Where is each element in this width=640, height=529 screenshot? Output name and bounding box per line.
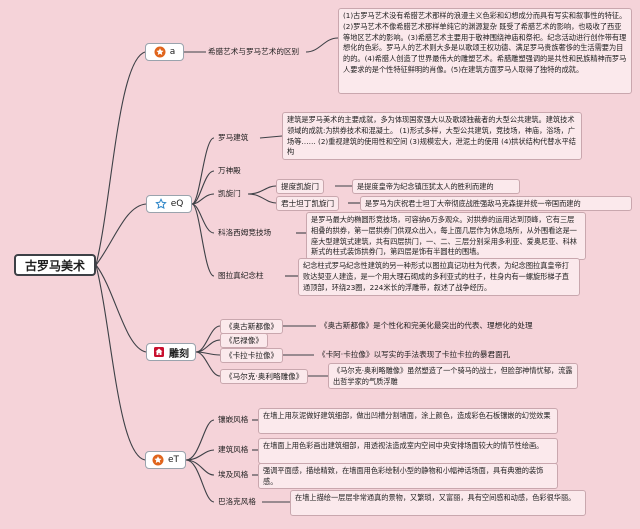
- note-colosseum: 是罗马最大的椭圆形竞技场，可容纳6万多观众。对拱券的运用达到顶峰，它有三层相叠的…: [306, 212, 586, 260]
- note-architecture: 建筑是罗马美术的主要成就，多为体现国家强大以及歌颂独裁者的大型公共建筑。建筑技术…: [282, 112, 582, 160]
- branch-pantheon[interactable]: 万神殿: [218, 166, 241, 175]
- sculpture-item-marcus[interactable]: 《马尔克·奥利略雕像》: [220, 369, 309, 384]
- note-arch-constantine: 是罗马为庆祝君士坦丁大帝彻底战胜强敌马克森提并统一帝国而建的: [360, 196, 632, 211]
- branch-a-diff[interactable]: 希腊艺术与罗马艺术的区别: [208, 47, 300, 56]
- category-et[interactable]: eT: [145, 451, 186, 469]
- branch-colosseum[interactable]: 科洛西姆竞技场: [218, 228, 272, 237]
- link-eq-pantheon: [191, 170, 215, 205]
- link-root-eq: [95, 203, 147, 266]
- link-a-note: [305, 37, 339, 53]
- note-sculpture-caracalla: 《卡阿·卡拉像》以写实的手法表现了卡拉卡拉的暴君面孔: [318, 350, 511, 359]
- note-egyptian-style: 强调平面感，描绘精致，在墙面用色彩绘制小型的静物和小幅神话场面，具有典雅的装饰感…: [258, 463, 558, 489]
- star-icon: [152, 454, 164, 466]
- note-sculpture-marcus: 《马尔克·奥利略雕像》虽然塑造了一个骑马的战士，但脸部神情忧郁，流露出哲学家的气…: [328, 363, 578, 389]
- link-et-1: [185, 419, 215, 461]
- arch-item-constantine[interactable]: 君士坦丁凯旋门: [276, 196, 340, 211]
- root-topic[interactable]: 古罗马美术: [14, 254, 96, 276]
- category-eq[interactable]: eQ: [146, 195, 192, 213]
- link-eq-trajan: [191, 203, 215, 277]
- branch-egyptian-style[interactable]: 埃及风格: [218, 470, 249, 479]
- note-sculpture-augustus: 《奥古斯都像》是个性化和完美化最突出的代表、理想化的处理: [320, 321, 533, 330]
- sculpture-item-caracalla[interactable]: 《卡拉卡拉像》: [220, 348, 284, 363]
- branch-mosaic-style[interactable]: 镶嵌风格: [218, 415, 249, 424]
- category-sculpture[interactable]: 雕刻: [146, 343, 196, 361]
- link-root-a: [95, 51, 146, 266]
- house-icon: [154, 347, 164, 357]
- link-sculpture-4: [195, 351, 221, 377]
- branch-trajan[interactable]: 图拉真纪念柱: [218, 271, 264, 280]
- category-eq-label: eQ: [170, 199, 184, 209]
- branch-architectural-style[interactable]: 建筑风格: [218, 445, 249, 454]
- arch-item-titus[interactable]: 提度凯旋门: [276, 179, 324, 194]
- link-root-et: [95, 264, 146, 461]
- category-a[interactable]: a: [145, 43, 184, 61]
- category-et-label: eT: [167, 455, 180, 465]
- category-sculpture-label: 雕刻: [169, 348, 189, 360]
- star-icon: [154, 46, 166, 58]
- sculpture-item-nero[interactable]: 《尼禄像》: [220, 333, 268, 348]
- note-architectural-style: 在墙面上用色彩画出建筑细部，用透视法造成室内空间中央安排场面较大的情节性绘画。: [258, 438, 558, 464]
- category-a-label: a: [169, 47, 176, 57]
- branch-arch[interactable]: 凯旋门: [218, 189, 241, 198]
- link-sculpture-1: [195, 325, 221, 353]
- note-mosaic-style: 在墙上用灰泥做好建筑细部，做出凹槽分割墙面，涂上颜色，造成彩色石板镶嵌的幻觉效果: [258, 408, 558, 434]
- branch-architecture[interactable]: 罗马建筑: [218, 133, 249, 142]
- star-outline-icon: [154, 198, 167, 210]
- branch-baroque-style[interactable]: 巴洛克风格: [218, 497, 256, 506]
- note-arch-titus: 是提度皇帝为纪念镇压犹太人的胜利而建的: [352, 179, 520, 194]
- link-eq-arch: [191, 193, 215, 205]
- note-baroque-style: 在墙上描绘一层层非常通真的景物，又繁琐，又富丽，具有空间感和动感，色彩很华丽。: [290, 490, 586, 516]
- link-root-sculpture: [95, 264, 147, 353]
- link-et-2: [185, 449, 215, 461]
- link-et-4: [185, 459, 215, 503]
- sculpture-item-augustus[interactable]: 《奥古斯都像》: [220, 319, 284, 334]
- note-trajan: 纪念柱式罗马纪念性建筑的另一种形式以图拉真记功柱为代表，为纪念图拉真皇帝打败达契…: [298, 258, 580, 296]
- note-a-diff: (1)古罗马艺术没有希腊艺术那样的浪漫主义色彩和幻想成分而具有写实和叙事性的特征…: [338, 8, 632, 94]
- link-et-3: [185, 459, 215, 476]
